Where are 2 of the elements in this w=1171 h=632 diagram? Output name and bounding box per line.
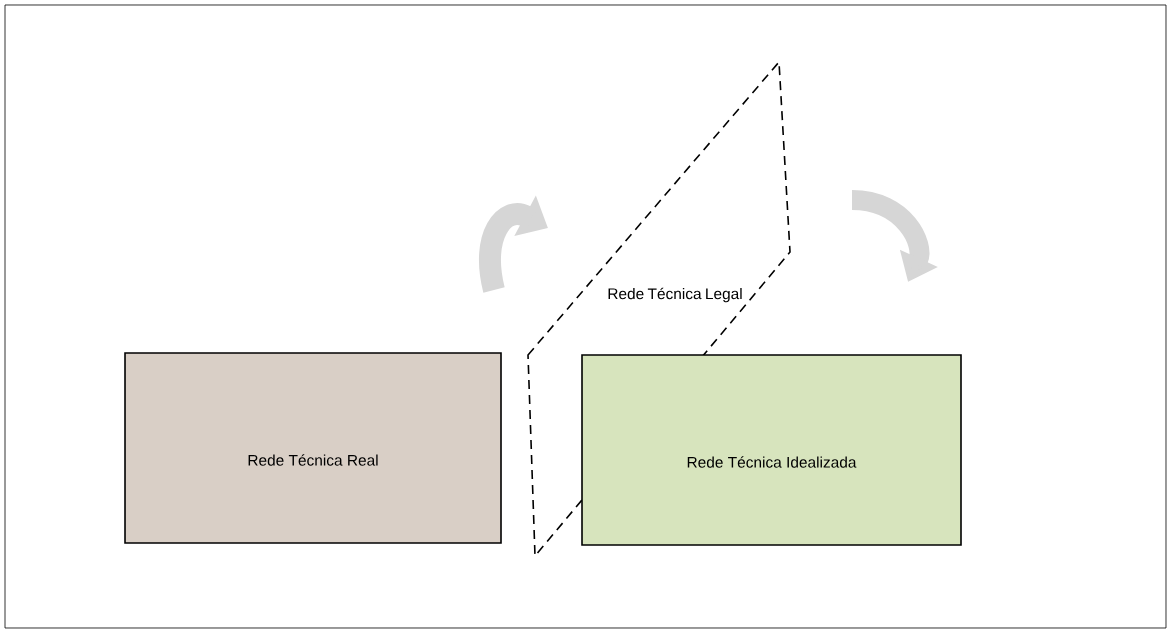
network-box: Rede Técnica Idealizada (581, 354, 962, 546)
network-box: Rede Técnica Real (124, 352, 502, 544)
